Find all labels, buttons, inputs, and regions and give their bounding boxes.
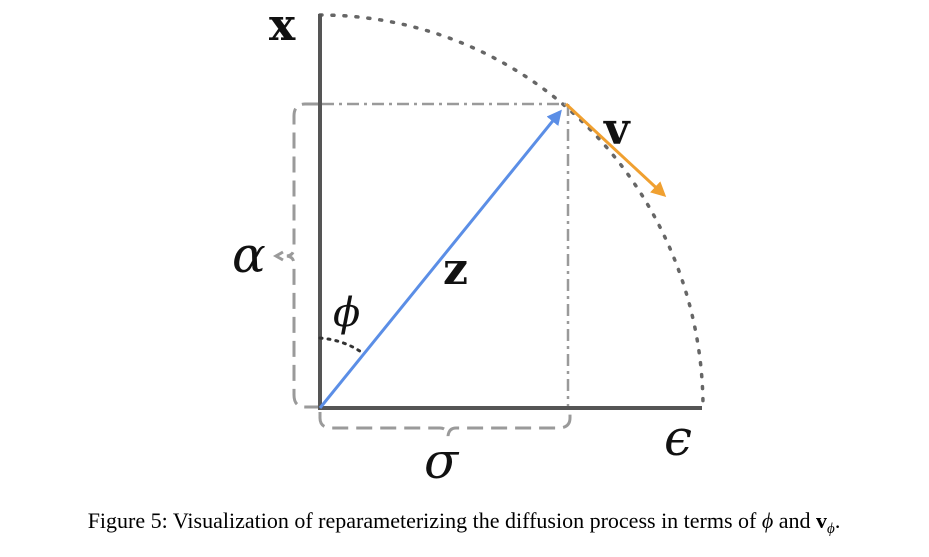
alpha-label: α xyxy=(232,226,266,284)
alpha-bracket-tick xyxy=(272,250,284,262)
caption-suffix: . xyxy=(835,508,841,533)
v-vector-label: v xyxy=(603,104,631,155)
v-vector xyxy=(564,102,667,198)
z-vector-label: z xyxy=(443,244,468,295)
caption-v-subscript: ϕ xyxy=(827,521,835,537)
z-vector xyxy=(318,109,562,409)
caption-middle: and xyxy=(773,508,816,533)
caption-phi: ϕ xyxy=(762,508,773,533)
sigma-bracket xyxy=(318,412,572,437)
dotted-unit-arc xyxy=(318,13,705,410)
epsilon-axis-label: ϵ xyxy=(664,409,692,467)
phi-angle-arc xyxy=(318,336,366,356)
sigma-label: σ xyxy=(424,432,460,490)
figure-caption: Figure 5: Visualization of reparameteriz… xyxy=(88,508,841,537)
caption-v: v xyxy=(816,508,827,533)
caption-prefix: Figure 5: Visualization of reparameteriz… xyxy=(88,508,762,533)
alpha-bracket xyxy=(286,102,318,409)
x-axis-label: x xyxy=(269,0,296,51)
phi-angle-label: ϕ xyxy=(333,290,360,336)
